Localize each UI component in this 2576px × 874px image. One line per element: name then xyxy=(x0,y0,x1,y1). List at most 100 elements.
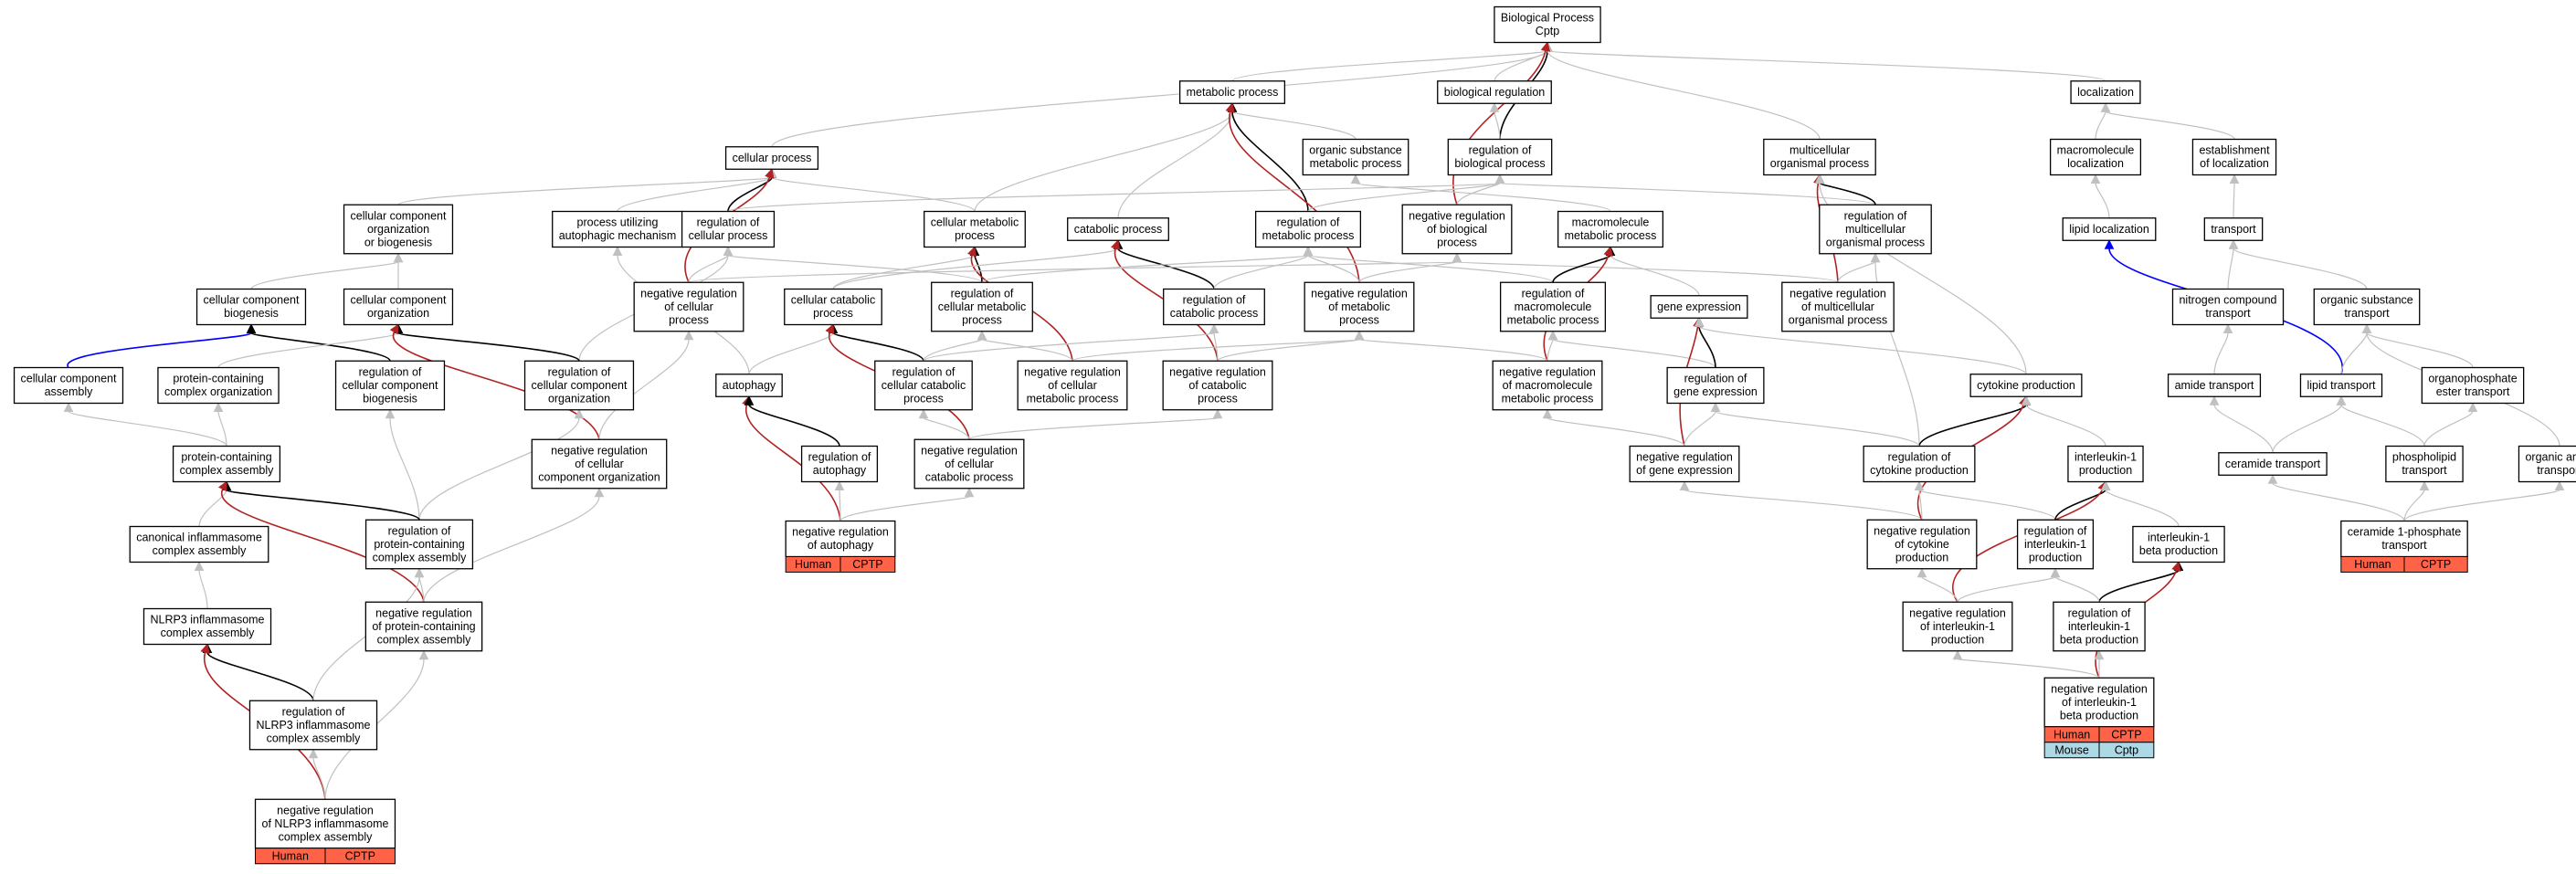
go-term-node-bioreg[interactable]: biological regulation xyxy=(1437,80,1552,104)
node-box xyxy=(1763,138,1876,176)
node-box xyxy=(1650,295,1748,319)
node-box xyxy=(633,281,744,332)
node-box xyxy=(2067,445,2144,483)
edge-arrowhead xyxy=(389,323,399,335)
species-tag: Human xyxy=(2043,726,2100,743)
node-box xyxy=(2171,288,2285,326)
go-term-node-transport[interactable]: transport xyxy=(2203,217,2264,241)
node-box xyxy=(248,700,378,751)
node-label-line: cellular process xyxy=(733,152,812,164)
node-label-line: of metabolic xyxy=(1328,300,1389,313)
go-term-node-autophagy[interactable]: autophagy xyxy=(715,374,783,397)
node-box xyxy=(1969,374,2083,397)
edge-arrowhead xyxy=(2222,323,2233,333)
node-label-line: negative regulation xyxy=(1499,365,1596,378)
go-term-node-cellproc[interactable]: cellular process xyxy=(724,146,819,170)
edge-gray xyxy=(771,49,1548,147)
node-box xyxy=(1902,601,2013,652)
edge-arrowhead xyxy=(2467,402,2478,412)
tag-cell xyxy=(2403,556,2468,573)
go-term-node-metab[interactable]: metabolic process xyxy=(1178,80,1286,104)
go-term-node-lipidtrans[interactable]: lipid transport xyxy=(2299,374,2383,397)
go-term-node-amide[interactable]: amide transport xyxy=(2167,374,2262,397)
node-label-line: Cptp xyxy=(1536,25,1559,37)
node-box xyxy=(724,146,819,170)
node-label-line: lipid localization xyxy=(2069,223,2149,236)
edge-gray xyxy=(2227,248,2234,290)
node-label-line: of cellular xyxy=(575,458,624,470)
go-term-node-ceramide[interactable]: ceramide transport xyxy=(2218,452,2328,476)
go-term-node-catab[interactable]: catabolic process xyxy=(1067,217,1169,241)
node-label-line: process xyxy=(669,313,709,326)
go-term-node-organanion[interactable]: organic aniontransport xyxy=(2518,445,2576,483)
edge-arrowhead xyxy=(1679,480,1690,490)
go-term-node-lipidloc[interactable]: lipid localization xyxy=(2062,217,2157,241)
node-label-line: of interleukin-1 xyxy=(2062,696,2137,709)
node-box xyxy=(531,438,668,490)
go-term-node-loc[interactable]: localization xyxy=(2070,80,2141,104)
node-label-line: interleukin-1 xyxy=(2024,538,2086,551)
go-term-node-geneexpr[interactable]: gene expression xyxy=(1650,295,1748,319)
node-label-line: transport xyxy=(2344,307,2390,320)
node-label-line: cytokine production xyxy=(1870,464,1969,477)
go-term-node-cytoprod[interactable]: cytokine production xyxy=(1969,374,2083,397)
